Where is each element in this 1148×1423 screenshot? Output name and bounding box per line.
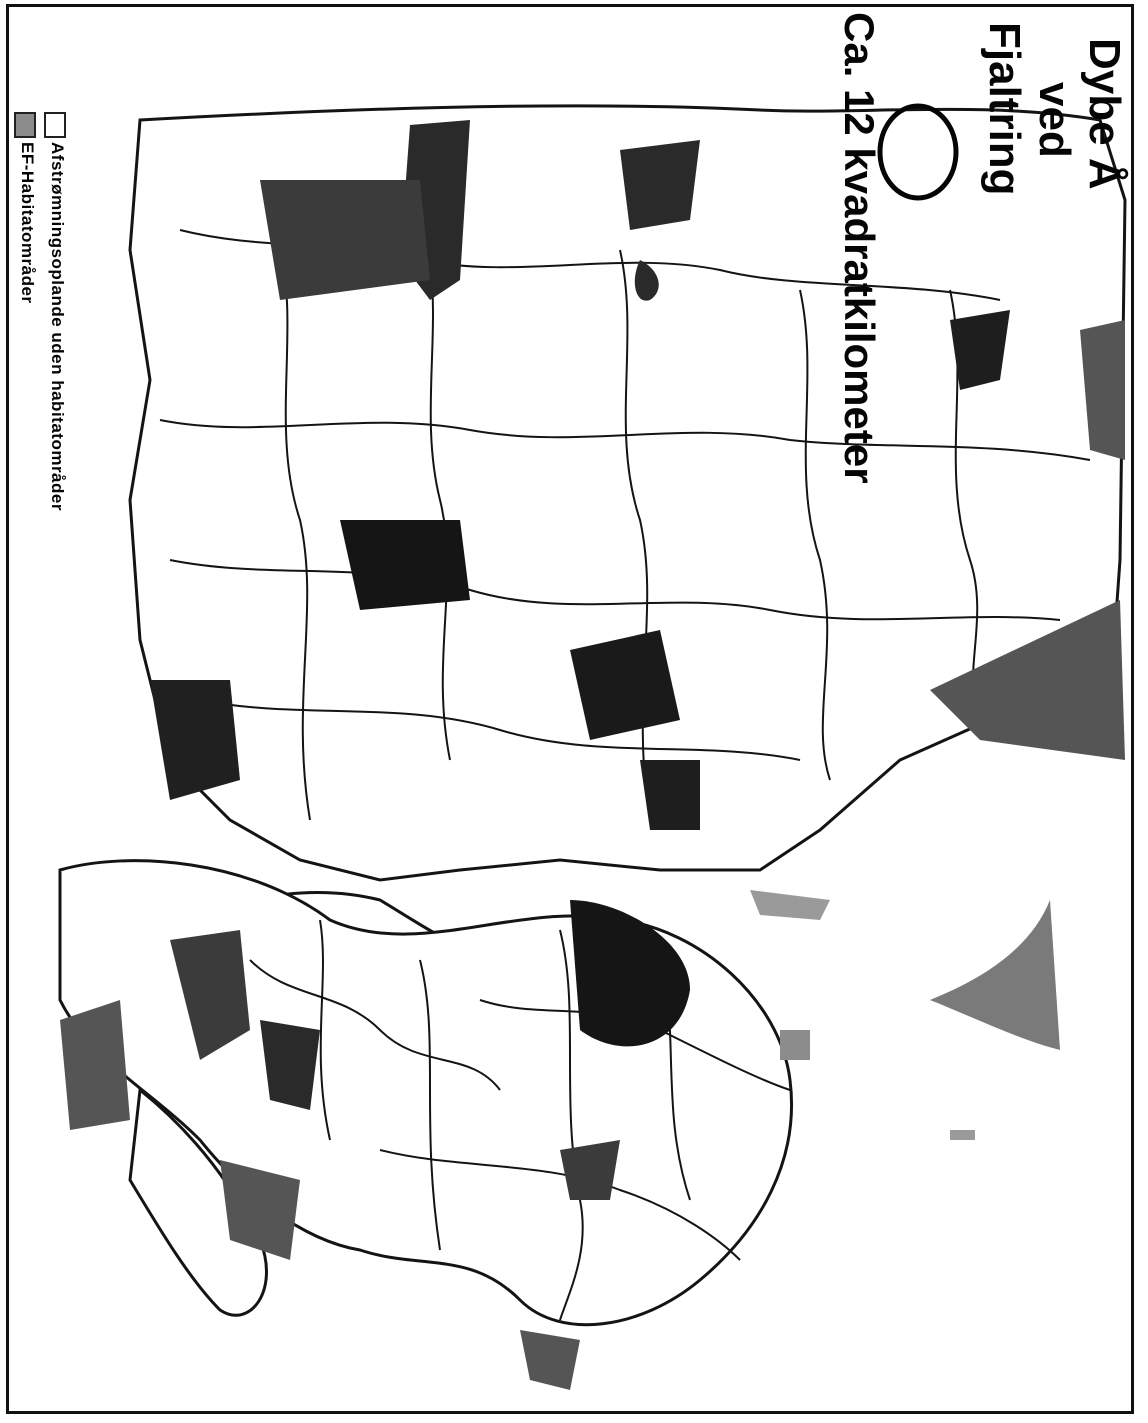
title-line-2: ved [1030, 82, 1079, 158]
legend-swatch-catchment [44, 112, 66, 138]
legend-label-catchment: Afstrømningsoplande uden habitatområder [48, 142, 67, 511]
habitat-areas [60, 120, 1125, 1390]
jutland-outline [128, 104, 1127, 882]
title-line-3: Fjaltring [980, 22, 1029, 196]
fjaltring-marker-circle [877, 103, 959, 201]
legend-swatch-habitat [14, 112, 36, 138]
legend-label-habitat: EF-Habitatområder [18, 142, 37, 304]
area-label: Ca. 12 kvadratkilometer [836, 12, 883, 484]
map-frame [6, 4, 1134, 1414]
title-line-1: Dybe Å [1080, 38, 1129, 190]
south-islands-outline [128, 1087, 268, 1317]
